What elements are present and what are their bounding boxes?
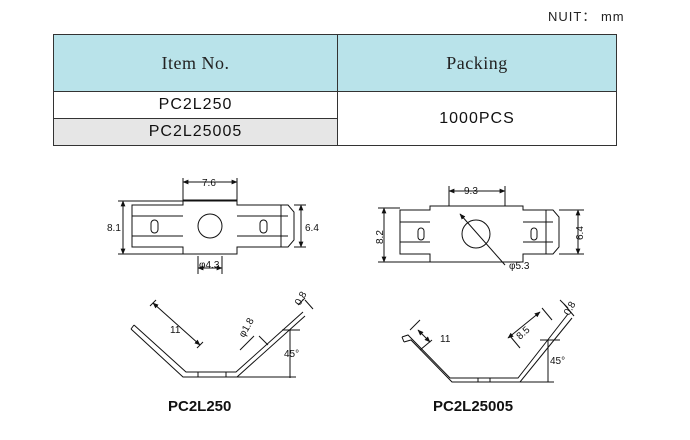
dim-right-hole: φ5.3 [509,261,530,272]
dim-right-height: 8.2 [375,230,386,244]
table-row: PC2L25005 [53,118,617,146]
right-top-view [378,186,584,266]
dim-right-arm: 11 [440,334,451,345]
packing-cell: 1000PCS [337,91,617,146]
dim-left-height: 8.1 [107,223,121,234]
left-side-view [130,297,314,378]
dim-right-angle: 45° [550,356,565,367]
left-top-view [118,178,306,274]
spec-table: Item No. Packing PC2L250 1000PCS PC2L250… [53,34,617,146]
dim-right-arm-right: 8.5 [515,324,533,342]
dim-right-right-height: 6.4 [575,226,586,240]
dim-right-width: 9.3 [464,186,478,197]
right-side-view [401,299,575,383]
table-header-row: Item No. Packing [53,34,617,92]
table-row: PC2L250 1000PCS [53,91,617,146]
dim-left-thickness: 0.8 [293,290,310,308]
dim-right-thickness: 0.8 [562,300,579,318]
header-item-no: Item No. [53,34,338,92]
unit-label: NUIT： mm [548,9,625,24]
dim-left-width: 7.6 [202,178,216,189]
dim-left-hole: φ4.3 [199,260,220,271]
dim-left-arm: 11 [170,325,181,336]
dim-left-angle: 45° [284,349,299,360]
dim-left-bend-radius: φ1.8 [237,316,257,340]
dim-left-right-height: 6.4 [305,223,319,234]
caption-left: PC2L250 [168,398,232,415]
item-cell: PC2L25005 [53,118,338,146]
header-packing: Packing [337,34,617,92]
caption-right: PC2L25005 [433,398,514,415]
item-cell: PC2L250 [53,91,338,119]
